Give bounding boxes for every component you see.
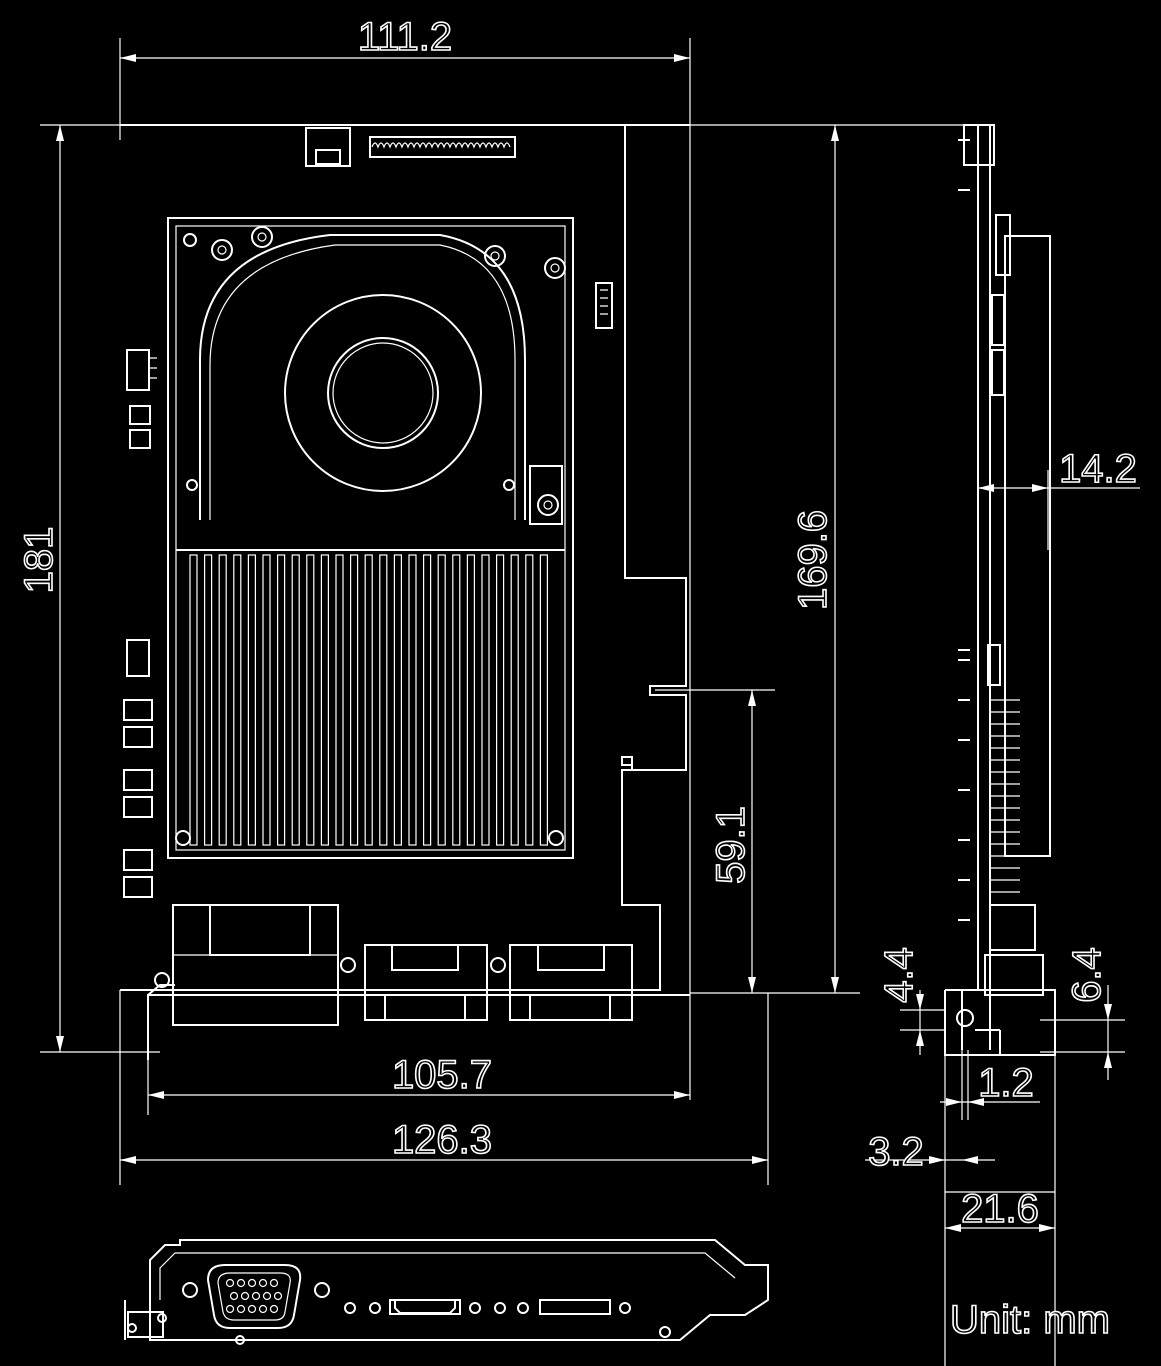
vga-pin — [247, 1278, 257, 1288]
vga-pin — [225, 1278, 235, 1288]
bracket-view — [124, 1239, 769, 1345]
heatsink-fin — [525, 554, 534, 846]
dim-label-21-6: 21.6 — [961, 1187, 1039, 1231]
heatsink-fin — [466, 554, 475, 846]
dim-label-6-4: 6.4 — [1065, 947, 1109, 1003]
heatsink-fin — [247, 554, 256, 846]
board-components — [123, 349, 157, 898]
dim-label-3-2: 3.2 — [868, 1130, 924, 1174]
heatsink-fin — [262, 554, 271, 846]
heatsink-fin — [379, 554, 388, 846]
dim-label-side-thickness: 14.2 — [1059, 447, 1137, 491]
dim-label-total-height: 181 — [17, 527, 61, 594]
heatsink-fin — [350, 554, 359, 846]
front-view-board — [120, 124, 690, 991]
dimension-labels: 111.2 181 169.6 14.2 59.1 105.7 126.3 4.… — [16, 14, 1138, 1343]
dim-label-top-width: 111.2 — [358, 15, 452, 59]
vga-pin — [258, 1304, 268, 1314]
heatsink-fin — [510, 554, 519, 846]
heatsink-fin — [496, 554, 505, 846]
heatsink-fin — [320, 554, 329, 846]
heatsink-fins — [189, 554, 549, 846]
vga-pin — [236, 1278, 246, 1288]
dim-label-bracket-height: 169.6 — [791, 510, 835, 610]
heatsink-fin — [189, 554, 198, 846]
heatsink-fin — [452, 554, 461, 846]
vga-pin — [269, 1278, 279, 1288]
heatsink-fin — [364, 554, 373, 846]
io-connectors — [154, 904, 633, 1026]
heatsink-fin — [277, 554, 286, 846]
vga-pin — [273, 1291, 283, 1301]
heatsink-fin — [218, 554, 227, 846]
vga-pin — [262, 1291, 272, 1301]
heatsink-fin — [393, 554, 402, 846]
vga-pin — [258, 1278, 268, 1288]
unit-label: Unit: mm — [950, 1298, 1110, 1342]
vga-pin — [236, 1304, 246, 1314]
dim-label-overall-width: 126.3 — [392, 1118, 492, 1162]
heatsink-fan-assembly — [167, 217, 613, 859]
heatsink-fin — [539, 554, 549, 846]
dimension-arrows — [56, 54, 1112, 1232]
dimension-lines — [40, 38, 1140, 1366]
dim-label-4-4: 4.4 — [877, 947, 921, 1003]
vga-pin — [251, 1291, 261, 1301]
vga-pin — [225, 1304, 235, 1314]
heatsink-fin — [306, 554, 315, 846]
heatsink-fin — [291, 554, 300, 846]
dim-label-bottom-width: 105.7 — [392, 1053, 492, 1097]
heatsink-fin — [423, 554, 432, 846]
heatsink-fin — [204, 554, 213, 846]
side-view — [944, 124, 1056, 1056]
heatsink-fin — [233, 554, 242, 846]
bracket-front-edge — [147, 984, 690, 1060]
heatsink-fin — [437, 554, 446, 846]
vga-pin — [229, 1291, 239, 1301]
heatsink-fin — [408, 554, 417, 846]
dim-label-slot-offset: 59.1 — [709, 806, 753, 884]
heatsink-fin — [481, 554, 490, 846]
dim-label-1-2: 1.2 — [978, 1061, 1034, 1105]
vga-pin — [269, 1304, 279, 1314]
vga-pin — [247, 1304, 257, 1314]
heatsink-fin — [335, 554, 344, 846]
vga-pin — [240, 1291, 250, 1301]
